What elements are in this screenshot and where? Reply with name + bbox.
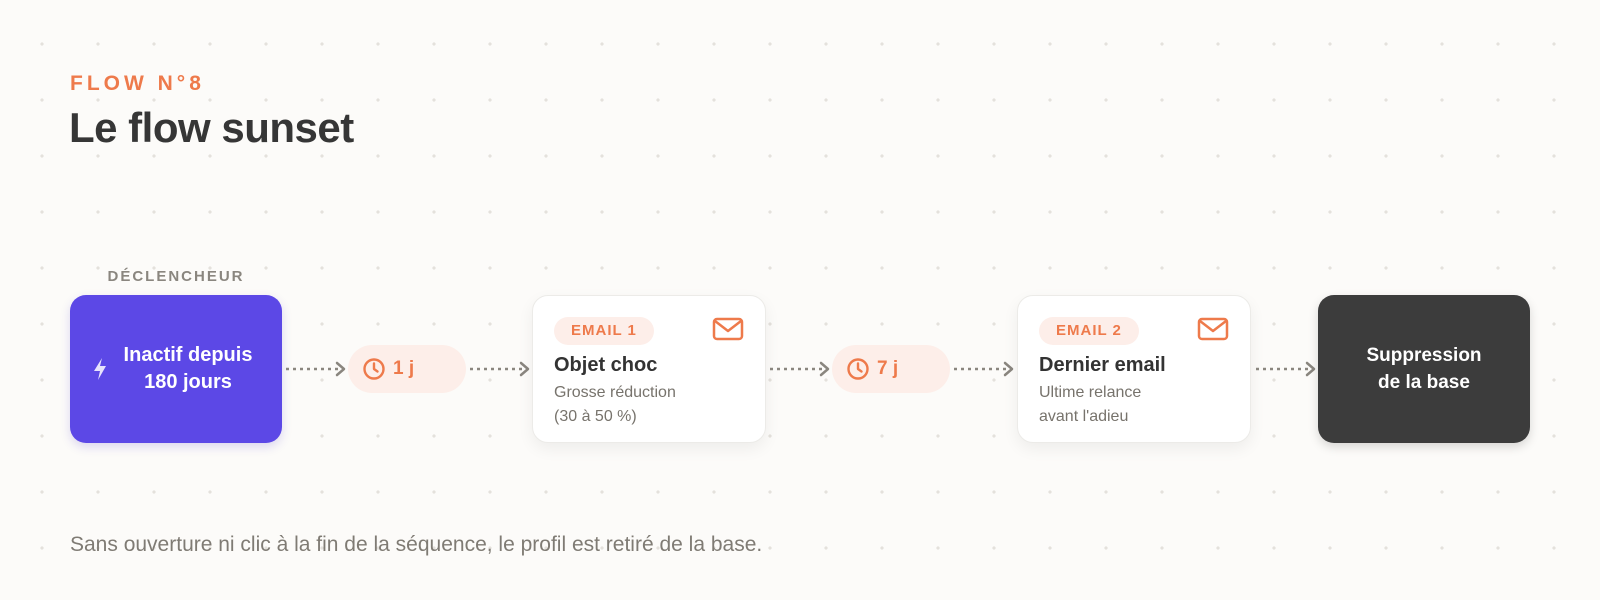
flow-eyebrow: FLOW N°8: [70, 72, 205, 95]
email-title: Dernier email: [1039, 354, 1166, 376]
email-node-1[interactable]: EMAIL 1 Objet choc Grosse réduction (30 …: [532, 295, 766, 443]
email-node-2[interactable]: EMAIL 2 Dernier email Ultime relance ava…: [1017, 295, 1251, 443]
lightning-icon: [94, 358, 106, 380]
clock-icon: [363, 358, 385, 380]
trigger-text: Inactif depuis 180 jours: [124, 342, 253, 396]
connector-arrow: [1256, 361, 1316, 377]
connector-arrow: [954, 361, 1014, 377]
email-badge: EMAIL 2: [1039, 317, 1139, 345]
connector-arrow: [286, 361, 346, 377]
trigger-line-1: Inactif depuis: [123, 344, 253, 366]
wait-step-2[interactable]: 7 j: [832, 345, 950, 393]
end-line-2: de la base: [1378, 372, 1470, 393]
email-desc-line-2: avant l'adieu: [1039, 408, 1129, 425]
end-node[interactable]: Suppression de la base: [1318, 295, 1530, 443]
connector-arrow: [770, 361, 830, 377]
email-desc-line-1: Ultime relance: [1039, 384, 1142, 401]
email-description: Grosse réduction (30 à 50 %): [554, 381, 676, 429]
envelope-icon: [712, 317, 744, 341]
wait-step-1[interactable]: 1 j: [348, 345, 466, 393]
email-title: Objet choc: [554, 354, 658, 376]
email-desc-line-2: (30 à 50 %): [554, 408, 637, 425]
email-description: Ultime relance avant l'adieu: [1039, 381, 1141, 429]
clock-icon: [847, 358, 869, 380]
email-desc-line-1: Grosse réduction: [554, 384, 676, 401]
footer-caption: Sans ouverture ni clic à la fin de la sé…: [70, 533, 763, 556]
wait-duration: 1 j: [393, 358, 415, 379]
end-line-1: Suppression: [1366, 345, 1482, 366]
envelope-icon: [1197, 317, 1229, 341]
page-title: Le flow sunset: [69, 104, 354, 151]
connector-arrow: [470, 361, 530, 377]
email-badge: EMAIL 1: [554, 317, 654, 345]
trigger-label: DÉCLENCHEUR: [107, 268, 245, 285]
trigger-node[interactable]: Inactif depuis 180 jours: [70, 295, 282, 443]
end-text: Suppression de la base: [1366, 342, 1481, 396]
trigger-line-2: 180 jours: [144, 371, 232, 393]
wait-duration: 7 j: [877, 358, 899, 379]
